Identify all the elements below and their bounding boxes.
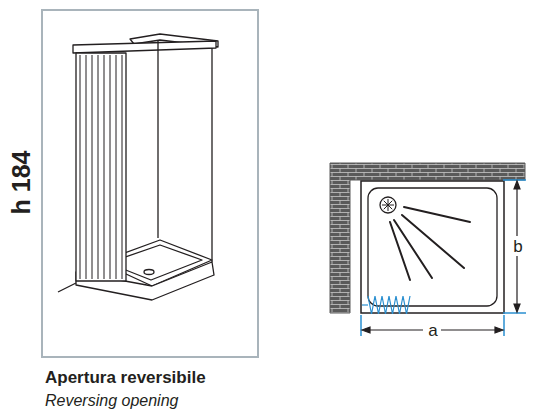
floor-line — [58, 283, 76, 292]
drain-spoke — [388, 201, 392, 205]
height-dimension: h 184 — [10, 150, 35, 214]
plan-view — [330, 163, 526, 336]
folding-door — [76, 53, 126, 281]
drain — [144, 270, 154, 275]
folding-door-symbol — [368, 296, 410, 314]
caption-title: Apertura reversibile — [45, 369, 206, 386]
pleat — [104, 55, 105, 279]
corner-ticks — [361, 180, 526, 336]
slope-lines — [390, 207, 470, 280]
pleat — [80, 55, 81, 279]
top-rail — [73, 41, 216, 53]
tray-basin — [368, 188, 497, 306]
door-edge — [211, 48, 212, 262]
door-hinge — [362, 304, 368, 305]
drain — [380, 197, 396, 213]
drain-spoke — [384, 201, 388, 205]
back-corner — [157, 41, 158, 238]
pleat — [116, 55, 117, 279]
dimension-label: a — [427, 322, 438, 339]
wall — [330, 163, 525, 313]
shower-tray — [361, 181, 504, 313]
shower-cabin — [58, 34, 218, 300]
pleat — [110, 55, 111, 279]
frame — [42, 10, 258, 357]
dimension-label: b — [512, 238, 523, 255]
pleat — [86, 55, 87, 279]
pleat — [92, 55, 93, 279]
drain-spoke — [388, 205, 392, 209]
drain-spoke — [384, 205, 388, 209]
dimension-arrows — [362, 181, 520, 333]
pleat — [98, 55, 99, 279]
pleat — [122, 55, 123, 279]
caption-subtitle: Reversing opening — [45, 393, 178, 409]
